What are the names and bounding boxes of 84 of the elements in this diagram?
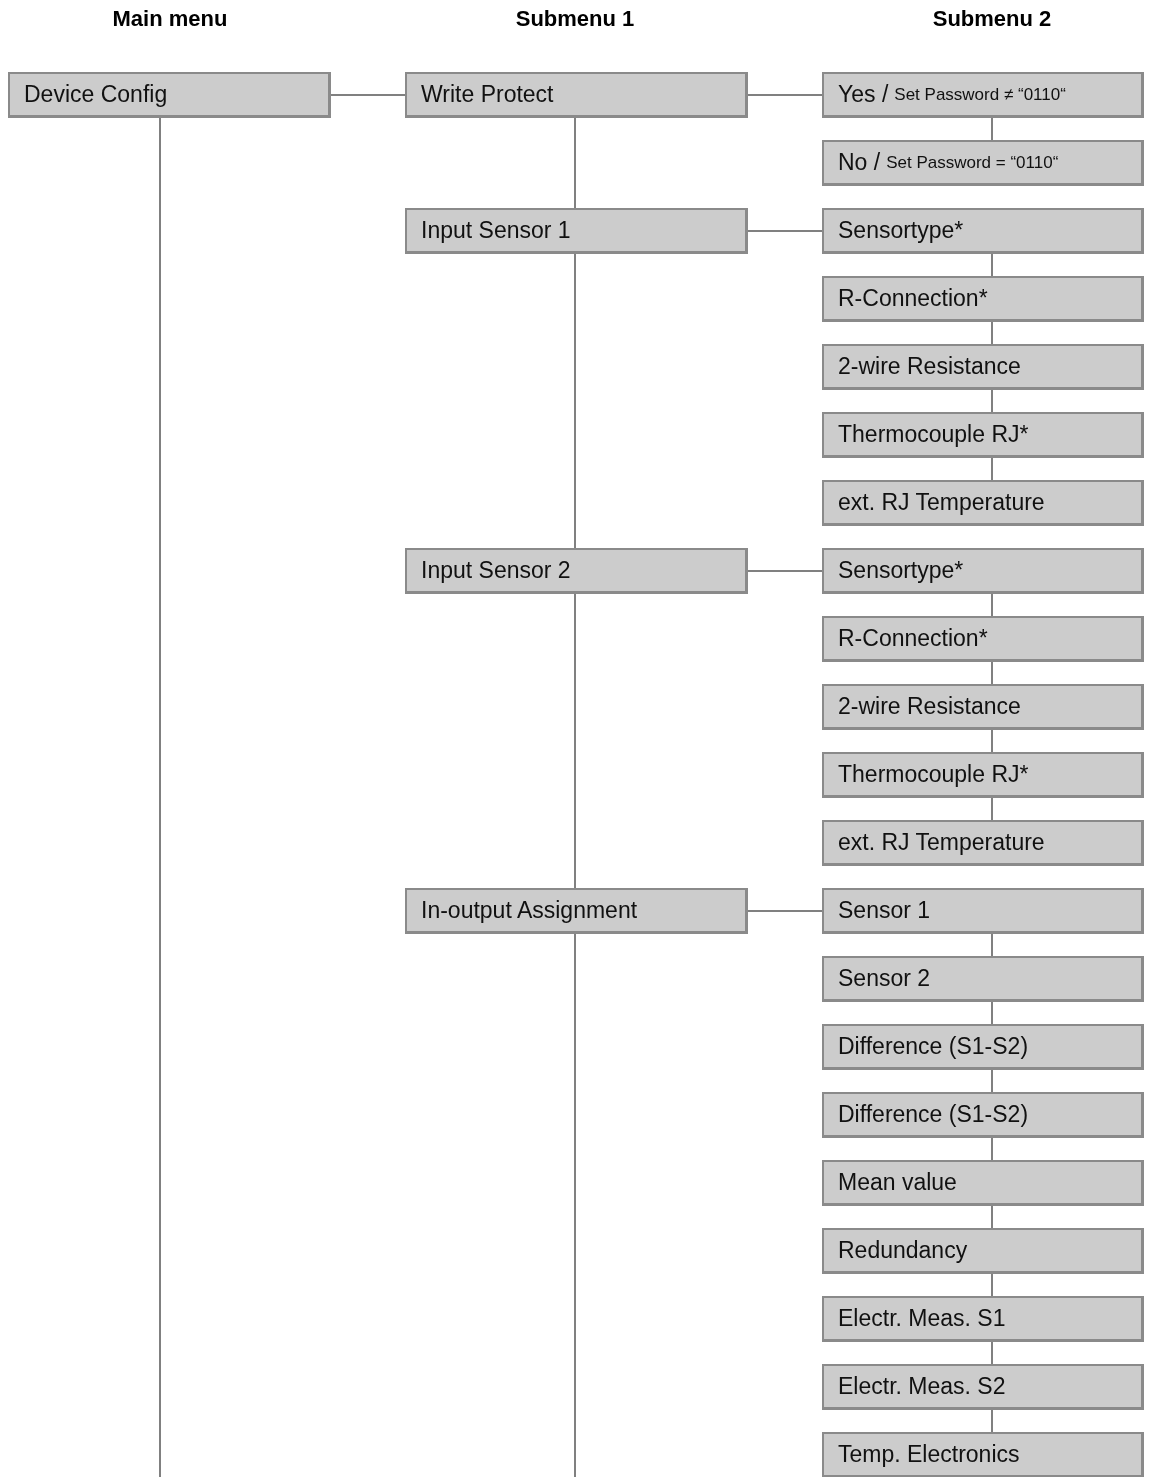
connector-line xyxy=(991,1341,993,1365)
connector-line xyxy=(991,1137,993,1161)
menu-item-label: ext. RJ Temperature xyxy=(838,489,1045,516)
connector-line xyxy=(991,1205,993,1229)
connector-line xyxy=(991,593,993,617)
menu-item-note: Set Password = “0110“ xyxy=(886,152,1059,173)
connector-line xyxy=(330,94,406,96)
connector-line xyxy=(991,797,993,821)
menu-item-box xyxy=(822,1432,1144,1477)
menu-item-box xyxy=(405,548,748,594)
menu-item-box xyxy=(822,1228,1144,1274)
menu-item-label: Sensor 1 xyxy=(838,897,931,924)
menu-item-label: Device Config xyxy=(24,81,168,108)
connector-line xyxy=(747,94,823,96)
menu-item-box xyxy=(822,1296,1144,1342)
menu-item-box xyxy=(822,1160,1144,1206)
menu-item-label: Electr. Meas. S1 xyxy=(838,1305,1006,1332)
menu-item-label: Sensortype* xyxy=(838,217,964,244)
menu-item-box xyxy=(822,616,1144,662)
menu-item-label: Sensor 2 xyxy=(838,965,931,992)
connector-line xyxy=(574,593,576,889)
menu-item-label: Sensortype* xyxy=(838,557,964,584)
connector-line xyxy=(991,389,993,413)
connector-line xyxy=(574,253,576,549)
connector-line xyxy=(159,117,161,1477)
menu-item-label: Write Protect xyxy=(421,81,554,108)
menu-item-label: Difference (S1-S2) xyxy=(838,1033,1029,1060)
menu-item-box xyxy=(822,1364,1144,1410)
menu-item-box xyxy=(822,820,1144,866)
connector-line xyxy=(747,230,823,232)
menu-item-label: Mean value xyxy=(838,1169,957,1196)
menu-item-label: R-Connection* xyxy=(838,285,988,312)
connector-line xyxy=(991,457,993,481)
connector-line xyxy=(991,321,993,345)
menu-item-label: Thermocouple RJ* xyxy=(838,761,1029,788)
menu-item-box xyxy=(8,72,331,118)
connector-line xyxy=(747,570,823,572)
connector-line xyxy=(991,1409,993,1433)
menu-item-box xyxy=(822,208,1144,254)
column-heading: Submenu 1 xyxy=(515,6,635,31)
menu-item-box xyxy=(822,1092,1144,1138)
connector-line xyxy=(991,253,993,277)
menu-item-label: 2-wire Resistance xyxy=(838,693,1021,720)
menu-item-box xyxy=(822,548,1144,594)
menu-item-box xyxy=(822,344,1144,390)
menu-item-box xyxy=(822,480,1144,526)
column-heading: Main menu xyxy=(112,6,228,31)
menu-item-label: Redundancy xyxy=(838,1237,968,1264)
menu-item-label: 2-wire Resistance xyxy=(838,353,1021,380)
menu-item-box xyxy=(822,140,1144,186)
menu-item-box xyxy=(822,684,1144,730)
menu-item-box xyxy=(822,888,1144,934)
menu-item-label: In-output Assignment xyxy=(421,897,638,924)
connector-line xyxy=(574,933,576,1477)
connector-line xyxy=(747,910,823,912)
menu-item-box xyxy=(822,412,1144,458)
connector-line xyxy=(574,117,576,209)
menu-item-box xyxy=(405,72,748,118)
menu-item-box xyxy=(822,752,1144,798)
menu-item-label: R-Connection* xyxy=(838,625,988,652)
connector-line xyxy=(991,1273,993,1297)
menu-item-label: ext. RJ Temperature xyxy=(838,829,1045,856)
menu-item-label: Thermocouple RJ* xyxy=(838,421,1029,448)
menu-item-box xyxy=(822,72,1144,118)
connector-line xyxy=(991,1069,993,1093)
menu-item-box xyxy=(822,1024,1144,1070)
menu-item-box xyxy=(405,208,748,254)
menu-item-label: Input Sensor 2 xyxy=(421,557,571,584)
connector-line xyxy=(991,1001,993,1025)
menu-item-note: Set Password ≠ “0110“ xyxy=(894,84,1066,105)
menu-item-box xyxy=(405,888,748,934)
menu-item-label: No / xyxy=(838,149,881,176)
menu-item-box xyxy=(822,276,1144,322)
connector-line xyxy=(991,729,993,753)
menu-item-box xyxy=(822,956,1144,1002)
connector-line xyxy=(991,117,993,141)
column-heading: Submenu 2 xyxy=(932,6,1052,31)
connector-line xyxy=(991,661,993,685)
connector-line xyxy=(991,933,993,957)
menu-item-label: Temp. Electronics xyxy=(838,1441,1020,1468)
menu-item-label: Yes / xyxy=(838,81,889,108)
menu-item-label: Difference (S1-S2) xyxy=(838,1101,1029,1128)
menu-item-label: Electr. Meas. S2 xyxy=(838,1373,1006,1400)
menu-item-label: Input Sensor 1 xyxy=(421,217,571,244)
